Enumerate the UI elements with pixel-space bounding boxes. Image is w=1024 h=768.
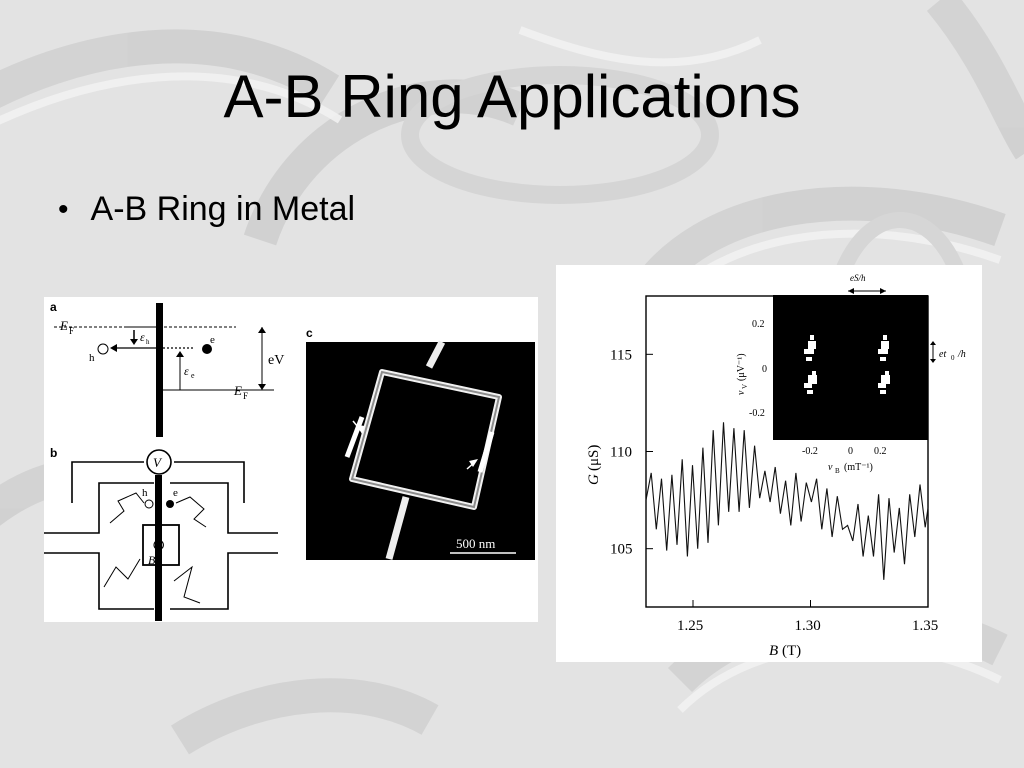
- panel-label-b: b: [50, 446, 57, 460]
- inset-y-label: v: [736, 390, 747, 395]
- y-axis-label: G: [586, 474, 602, 485]
- inset-x-unit: (mT⁻¹): [844, 462, 873, 473]
- scale-bar-label: 500 nm: [456, 536, 495, 551]
- x-axis-unit: (T): [782, 643, 801, 659]
- ev-label: eV: [268, 353, 284, 368]
- ef-right-label: E: [233, 383, 242, 398]
- ef-left-label: E: [59, 318, 68, 333]
- inset-y-tick-3: -0.2: [749, 408, 765, 419]
- x-tick-label: 1.25: [677, 618, 703, 634]
- inset-y-sub: V: [741, 384, 749, 389]
- x-tick-label: 1.30: [795, 618, 821, 634]
- eps-h-label: ε: [140, 330, 145, 344]
- inset-y-tick-2: 0: [762, 364, 767, 375]
- figure-right: 1.25 1.30 1.35 105 110 115 B (T) G (μS) eS/h …: [556, 265, 982, 662]
- inset-x-sub: B: [835, 467, 840, 475]
- voltmeter-label: V: [153, 455, 163, 470]
- x-axis-label: B: [769, 643, 778, 659]
- panel-b-ring-circuit: [44, 461, 278, 610]
- slide-title: A-B Ring Applications: [223, 63, 801, 130]
- bullet-dot-icon: •: [58, 192, 69, 226]
- inset-right-label: et: [939, 349, 946, 360]
- x-tick-label: 1.35: [912, 618, 938, 634]
- eps-h-sub: h: [146, 338, 150, 346]
- bullet-text: A-B Ring in Metal: [90, 190, 356, 228]
- panel-label-c: c: [306, 326, 313, 340]
- bullet-item: • A-B Ring in Metal: [58, 190, 355, 229]
- y-tick-label: 115: [610, 347, 632, 363]
- conductance-chart: 1.25 1.30 1.35 105 110 115 B (T) G (μS) eS/h …: [586, 273, 966, 659]
- inset-plot: eS/h et 0 /h 0.2 0 -0.2 -0.2 0 0.2 v B (…: [736, 273, 966, 475]
- ef-right-sub: F: [243, 391, 248, 401]
- field-label: B: [148, 553, 156, 567]
- inset-title: eS/h: [850, 273, 866, 283]
- figure-left: a b c E F E F eV h e: [44, 297, 538, 622]
- panel-c-micrograph: 500 nm: [306, 340, 535, 560]
- inset-right-sub: 0: [951, 354, 955, 362]
- inset-y-tick-1: 0.2: [752, 319, 765, 330]
- h-label-b: h: [142, 487, 148, 499]
- y-tick-label: 110: [610, 445, 632, 461]
- inset-x-tick-1: -0.2: [802, 446, 818, 457]
- e-label-a: e: [210, 334, 215, 346]
- h-label-a: h: [89, 352, 95, 364]
- eps-e-sub: e: [191, 371, 195, 380]
- ef-left-sub: F: [69, 326, 74, 336]
- inset-x-tick-3: 0.2: [874, 446, 887, 457]
- conductance-series-line: [645, 422, 929, 580]
- inset-y-unit: (μV⁻¹): [736, 353, 747, 381]
- panel-label-a: a: [50, 300, 57, 314]
- field-symbol-icon: ⊗: [152, 537, 165, 554]
- e-label-b: e: [173, 487, 178, 499]
- y-tick-label: 105: [610, 542, 633, 558]
- inset-right-tail: /h: [957, 349, 966, 360]
- inset-x-tick-2: 0: [848, 446, 853, 457]
- panel-a-energy-diagram: E F E F eV h e ε h ε e: [54, 303, 284, 437]
- eps-e-label: ε: [184, 364, 189, 378]
- y-axis-unit: (μS): [586, 445, 602, 471]
- inset-x-label: v: [828, 462, 833, 473]
